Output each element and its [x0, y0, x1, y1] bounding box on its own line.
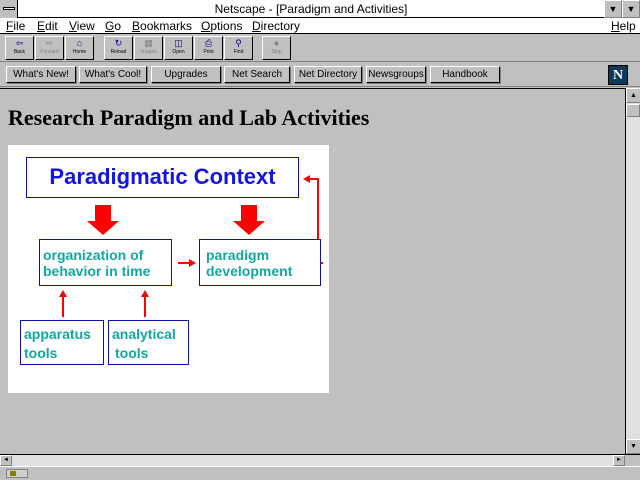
apparatus-label-line1: apparatus	[24, 326, 91, 342]
window-title: Netscape - [Paradigm and Activities]	[214, 2, 408, 16]
newsgroups-button[interactable]: Newsgroups	[366, 66, 426, 83]
paradigm-label-line2: development	[206, 263, 293, 279]
down-arrow-left	[87, 205, 119, 235]
status-bar	[0, 466, 640, 480]
open-label: Open	[172, 49, 185, 55]
paradigm-development-box: paradigm development	[199, 239, 321, 286]
open-icon: ◫	[174, 38, 183, 48]
whats-cool-button[interactable]: What's Cool!	[79, 66, 147, 83]
paradigm-diagram: Paradigmatic Context organization of beh…	[8, 145, 329, 393]
net-search-button[interactable]: Net Search	[224, 66, 290, 83]
vertical-scrollbar[interactable]: ▲ ▼	[625, 88, 640, 454]
menu-help[interactable]: Help	[611, 19, 636, 33]
analytical-label-line1: analytical	[112, 326, 176, 342]
organization-label-line2: behavior in time	[43, 263, 151, 279]
whats-new-button[interactable]: What's New!	[6, 66, 76, 83]
find-button[interactable]: ⚲Find	[224, 36, 253, 60]
print-button[interactable]: ⎙Print	[194, 36, 223, 60]
minimize-button[interactable]: ▼	[604, 0, 622, 18]
handbook-button[interactable]: Handbook	[430, 66, 500, 83]
stop-icon: ●	[273, 38, 280, 48]
scroll-right-button[interactable]: ►	[613, 455, 625, 466]
page-title: Research Paradigm and Lab Activities	[8, 105, 370, 130]
analytical-label-line2: tools	[115, 345, 149, 361]
forward-button[interactable]: ⇨Forward	[35, 36, 64, 60]
feedback-loop-head	[303, 175, 310, 183]
system-menu-icon	[3, 7, 15, 10]
home-label: Home	[72, 49, 87, 55]
organization-box: organization of behavior in time	[39, 239, 172, 286]
print-label: Print	[203, 49, 214, 55]
menu-edit[interactable]: Edit	[37, 19, 58, 33]
menu-view[interactable]: View	[69, 19, 95, 33]
arrow-org-to-paradigm-head	[189, 259, 196, 267]
scroll-up-button[interactable]: ▲	[626, 88, 640, 103]
print-icon: ⎙	[204, 38, 213, 48]
images-button[interactable]: ▦Images	[134, 36, 163, 60]
back-button[interactable]: ⇦Back	[5, 36, 34, 60]
reload-button[interactable]: ↻Reload	[104, 36, 133, 60]
find-label: Find	[233, 49, 244, 55]
paradigm-label-line1: paradigm	[206, 247, 270, 263]
maximize-button[interactable]: ▼	[622, 0, 640, 18]
vertical-scroll-thumb[interactable]	[626, 104, 640, 117]
apparatus-label-line2: tools	[24, 345, 58, 361]
menu-directory[interactable]: Directory	[252, 19, 301, 33]
net-directory-button[interactable]: Net Directory	[294, 66, 362, 83]
down-arrow-right	[233, 205, 265, 235]
upgrades-button[interactable]: Upgrades	[151, 66, 221, 83]
reload-label: Reload	[110, 49, 127, 55]
paradigmatic-context-label: Paradigmatic Context	[49, 164, 276, 189]
paradigmatic-context-box: Paradigmatic Context	[26, 157, 299, 198]
apparatus-tools-box: apparatus tools	[20, 320, 104, 365]
scroll-down-button[interactable]: ▼	[626, 439, 640, 454]
arrow-analytical-up-head	[141, 290, 149, 297]
home-button[interactable]: ⌂Home	[65, 36, 94, 60]
stop-label: Stop	[271, 49, 282, 55]
scroll-left-button[interactable]: ◄	[0, 455, 12, 466]
find-icon: ⚲	[235, 38, 242, 48]
open-button[interactable]: ◫Open	[164, 36, 193, 60]
analytical-tools-box: analytical tools	[108, 320, 189, 365]
organization-label-line1: organization of	[43, 247, 144, 263]
vertical-scroll-track[interactable]	[626, 103, 640, 439]
reload-icon: ↻	[114, 38, 123, 48]
page-content: Research Paradigm and Lab Activities P	[0, 88, 625, 454]
menu-go[interactable]: Go	[105, 19, 122, 33]
forward-label: Forward	[40, 49, 59, 55]
menu-options[interactable]: Options	[201, 19, 243, 33]
netscape-logo: N	[608, 65, 628, 85]
scroll-corner	[625, 455, 640, 466]
stop-button[interactable]: ●Stop	[262, 36, 291, 60]
forward-arrow-icon: ⇨	[45, 38, 54, 48]
back-arrow-icon: ⇦	[15, 38, 24, 48]
directory-bar: What's New! What's Cool! Upgrades Net Se…	[0, 63, 640, 87]
toolbar: ⇦Back ⇨Forward ⌂Home ↻Reload ▦Images ◫Op…	[0, 34, 640, 62]
back-label: Back	[13, 49, 26, 55]
images-label: Images	[140, 49, 157, 55]
menu-bar: File Edit View Go Bookmarks Options Dire…	[0, 18, 640, 34]
title-bar: Netscape - [Paradigm and Activities] ▼ ▼	[0, 0, 640, 18]
home-icon: ⌂	[76, 38, 83, 48]
menu-file[interactable]: File	[6, 19, 26, 33]
images-icon: ▦	[144, 38, 153, 48]
system-menu-button[interactable]	[0, 0, 18, 18]
menu-bookmarks[interactable]: Bookmarks	[132, 19, 193, 33]
horizontal-scrollbar[interactable]: ◄ ►	[0, 454, 640, 466]
security-key-icon	[6, 469, 28, 478]
arrow-apparatus-up-head	[59, 290, 67, 297]
